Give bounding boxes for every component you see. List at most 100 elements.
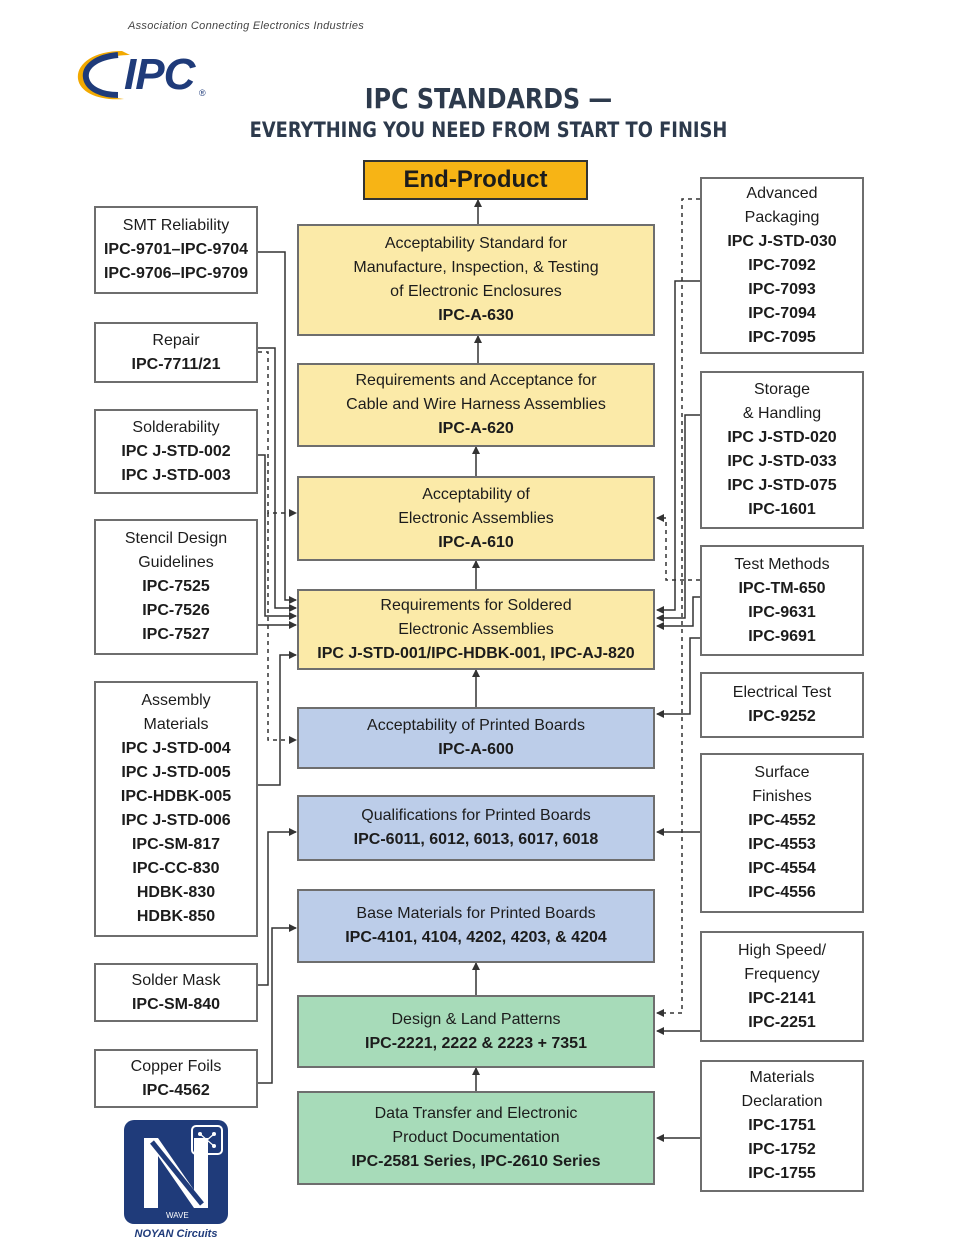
end-product-box: End-Product <box>363 160 588 200</box>
standard-code: HDBK-830 <box>136 884 216 901</box>
box-line: Acceptability Standard for <box>384 235 568 252</box>
standard-code: IPC-A-620 <box>438 420 514 437</box>
conn-adv <box>656 280 700 614</box>
box-heading: Advanced <box>746 184 818 202</box>
standard-code: HDBK-850 <box>136 908 216 925</box>
standard-code: IPC-7526 <box>142 602 210 619</box>
box-line: Requirements and Acceptance for <box>355 372 597 389</box>
conn-repair-dashed-610 <box>258 351 297 517</box>
end-product-label: End-Product <box>403 166 548 193</box>
box-heading: Storage <box>753 381 811 398</box>
standard-code: IPC-TM-650 <box>738 579 826 597</box>
box-heading: Solder Mask <box>131 971 221 989</box>
page-subtitle: EVERYTHING YOU NEED FROM START TO FINISH <box>249 118 728 142</box>
box-heading: Surface <box>754 764 810 781</box>
standard-code: IPC J-STD-005 <box>121 764 231 781</box>
standard-code: IPC J-STD-075 <box>727 477 837 494</box>
standard-code: IPC-7095 <box>748 328 816 346</box>
box-heading: Materials <box>143 716 209 733</box>
box-copper-foils: Copper Foils IPC-4562 <box>94 1049 258 1108</box>
standard-code: IPC-4562 <box>142 1081 210 1099</box>
standard-code: IPC J-STD-002 <box>121 442 231 460</box>
standard-code: IPC J-STD-020 <box>727 429 837 446</box>
box-qualifications: Qualifications for Printed Boards IPC-60… <box>297 795 655 861</box>
conn-test-dashed <box>656 514 700 581</box>
standard-code: IPC J-STD-030 <box>727 232 837 250</box>
box-data-transfer: Data Transfer and Electronic Product Doc… <box>297 1091 655 1185</box>
conn-solder <box>258 454 297 620</box>
standard-code: IPC-A-610 <box>438 533 514 551</box>
box-line: Data Transfer and Electronic <box>374 1105 578 1122</box>
standard-code: IPC J-STD-004 <box>121 740 231 757</box>
box-j-std-001: Requirements for Soldered Electronic Ass… <box>297 589 655 670</box>
box-line: Acceptability of <box>422 485 530 503</box>
conn-assembly <box>258 651 297 786</box>
standard-code: IPC-SM-840 <box>131 995 221 1013</box>
standard-code: IPC-2581 Series, IPC-2610 Series <box>351 1153 601 1170</box>
standard-code: IPC-1751 <box>748 1117 816 1134</box>
standard-code: IPC J-STD-006 <box>121 812 231 829</box>
ipc-logo-text: IPC <box>124 50 195 99</box>
box-surface-finishes: Surface Finishes IPC-4552 IPC-4553 IPC-4… <box>700 753 864 913</box>
box-ipc-a-610: Acceptability of Electronic Assemblies I… <box>297 476 655 561</box>
box-line: Manufacture, Inspection, & Testing <box>353 259 599 276</box>
conn-repair-solid <box>258 347 297 612</box>
box-line: Product Documentation <box>392 1129 560 1146</box>
box-heading: SMT Reliability <box>122 217 230 234</box>
standard-code: IPC-7527 <box>142 626 210 643</box>
box-heading: Stencil Design <box>124 530 228 547</box>
box-advanced-packaging: Advanced Packaging IPC J-STD-030 IPC-709… <box>700 177 864 354</box>
conn-smt <box>258 251 297 604</box>
box-solderability: Solderability IPC J-STD-002 IPC J-STD-00… <box>94 409 258 494</box>
box-line: of Electronic Enclosures <box>390 283 562 300</box>
box-materials-declaration: Materials Declaration IPC-1751 IPC-1752 … <box>700 1060 864 1192</box>
standard-code: IPC-1755 <box>748 1165 816 1182</box>
standard-code: IPC-HDBK-005 <box>120 788 232 805</box>
standard-code: IPC-1752 <box>748 1141 816 1158</box>
registered-mark: ® <box>199 88 206 98</box>
noyan-circuits-logo-icon: WAVE <box>124 1120 228 1224</box>
standard-code: IPC-2221, 2222 & 2223 + 7351 <box>365 1034 587 1052</box>
standard-code: IPC-4554 <box>748 860 816 877</box>
standard-code: IPC-9252 <box>748 708 816 725</box>
conn-copper <box>258 924 297 1084</box>
ipc-logo-swoosh-icon <box>77 51 130 100</box>
standard-code: IPC-A-630 <box>438 307 514 324</box>
box-heading: Guidelines <box>138 554 214 571</box>
standard-code: IPC J-STD-001/IPC-HDBK-001, IPC-AJ-820 <box>317 644 635 662</box>
box-line: Cable and Wire Harness Assemblies <box>346 396 606 413</box>
box-heading: Declaration <box>741 1093 823 1110</box>
box-heading: Frequency <box>744 965 820 983</box>
box-solder-mask: Solder Mask IPC-SM-840 <box>94 963 258 1022</box>
box-line: Requirements for Soldered <box>380 596 572 614</box>
box-line: Electronic Assemblies <box>398 509 554 527</box>
conn-adv-dashed <box>656 198 700 1017</box>
standard-code: IPC-SM-817 <box>131 836 221 853</box>
box-electrical-test: Electrical Test IPC-9252 <box>700 672 864 738</box>
box-heading: Finishes <box>752 788 812 805</box>
box-line: Design & Land Patterns <box>391 1010 561 1028</box>
box-smt-reliability: SMT Reliability IPC-9701–IPC-9704 IPC-97… <box>94 206 258 294</box>
standard-code: IPC-7093 <box>748 280 816 298</box>
box-storage-handling: Storage & Handling IPC J-STD-020 IPC J-S… <box>700 371 864 529</box>
standard-code: IPC-7094 <box>748 304 816 322</box>
standard-code: IPC J-STD-003 <box>121 466 231 484</box>
box-line: Electronic Assemblies <box>398 620 554 638</box>
box-line: Base Materials for Printed Boards <box>356 905 596 922</box>
standard-code: IPC-1601 <box>748 501 816 518</box>
box-heading: Copper Foils <box>130 1057 222 1075</box>
box-ipc-a-630: Acceptability Standard for Manufacture, … <box>297 224 655 336</box>
box-heading: Electrical Test <box>732 684 832 701</box>
conn-elec <box>656 637 700 718</box>
box-base-materials: Base Materials for Printed Boards IPC-41… <box>297 889 655 963</box>
box-ipc-a-620: Requirements and Acceptance for Cable an… <box>297 363 655 447</box>
box-repair: Repair IPC-7711/21 <box>94 322 258 383</box>
conn-repair-dashed-600 <box>267 513 297 744</box>
standard-code: IPC-9701–IPC-9704 <box>103 241 249 258</box>
standard-code: IPC-6011, 6012, 6013, 6017, 6018 <box>353 831 599 848</box>
page-title: IPC STANDARDS — <box>364 82 613 115</box>
box-heading: Test Methods <box>734 555 830 573</box>
box-heading: High Speed/ <box>737 941 827 959</box>
standard-code: IPC-9691 <box>748 627 816 645</box>
